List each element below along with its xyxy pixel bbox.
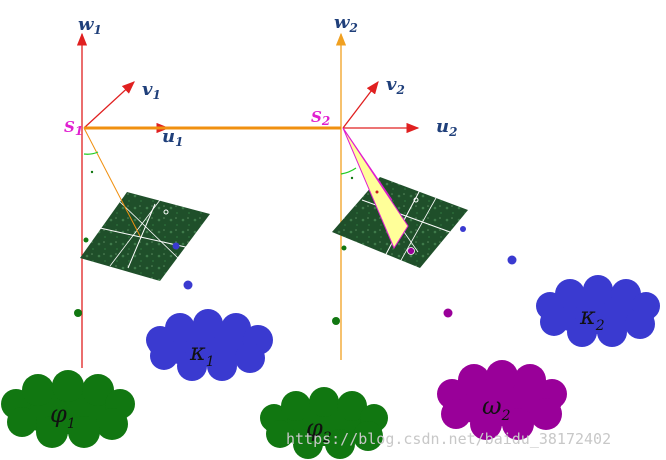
right-plane-line	[399, 197, 437, 263]
omega2-cloud	[437, 360, 567, 440]
v2-label: v2	[386, 74, 405, 97]
right-plane-point	[407, 247, 415, 255]
left-angle-arc	[83, 151, 99, 155]
dot-blue-1	[183, 280, 193, 290]
s2-label: S2	[311, 108, 330, 128]
left-plane-line	[117, 199, 179, 259]
phi2-label: φ2	[306, 414, 332, 446]
kappa2-label: κ2	[579, 302, 605, 334]
v2-axis	[342, 80, 379, 129]
right-projection-triangle	[342, 127, 409, 250]
phi1-label: φ1	[50, 400, 76, 432]
right-triangle-edge	[342, 127, 393, 201]
omega2-label: ω2	[482, 392, 511, 424]
left-projection-ray	[83, 127, 141, 237]
right-plane-small-point	[413, 197, 419, 203]
kappa1-label: κ1	[189, 338, 215, 370]
dot-purple-1	[443, 308, 453, 318]
left-plane-point	[172, 242, 180, 250]
left-image-plane	[80, 192, 210, 281]
phi2-cloud	[260, 387, 388, 459]
right-tri-dot	[375, 190, 379, 194]
dot-green-1	[83, 237, 89, 243]
w2-label: w2	[334, 12, 358, 35]
kappa2-cloud	[536, 275, 660, 347]
phi1-cloud	[1, 370, 135, 448]
dot-green-3	[341, 245, 347, 251]
kappa1-cloud	[146, 309, 273, 381]
left-plane-small-point	[163, 209, 169, 215]
dot-green-4	[332, 317, 340, 325]
w1-label: w1	[78, 14, 102, 37]
s1-label: S1	[64, 118, 83, 138]
v1-label: v1	[142, 79, 161, 102]
dot-green-2	[74, 309, 82, 317]
right-angle-arc	[340, 167, 357, 175]
left-plane-line	[127, 203, 156, 269]
left-plane-line	[109, 199, 161, 267]
right-small-dot	[350, 176, 354, 180]
watermark: https://blog.csdn.net/baidu_38172402	[286, 430, 611, 448]
dot-blue-2	[460, 226, 466, 232]
u2-label: u2	[436, 116, 457, 139]
v1-axis	[83, 81, 135, 129]
u1-label: u1	[162, 126, 183, 149]
dot-blue-3	[507, 255, 517, 265]
left-small-dot	[90, 170, 94, 174]
